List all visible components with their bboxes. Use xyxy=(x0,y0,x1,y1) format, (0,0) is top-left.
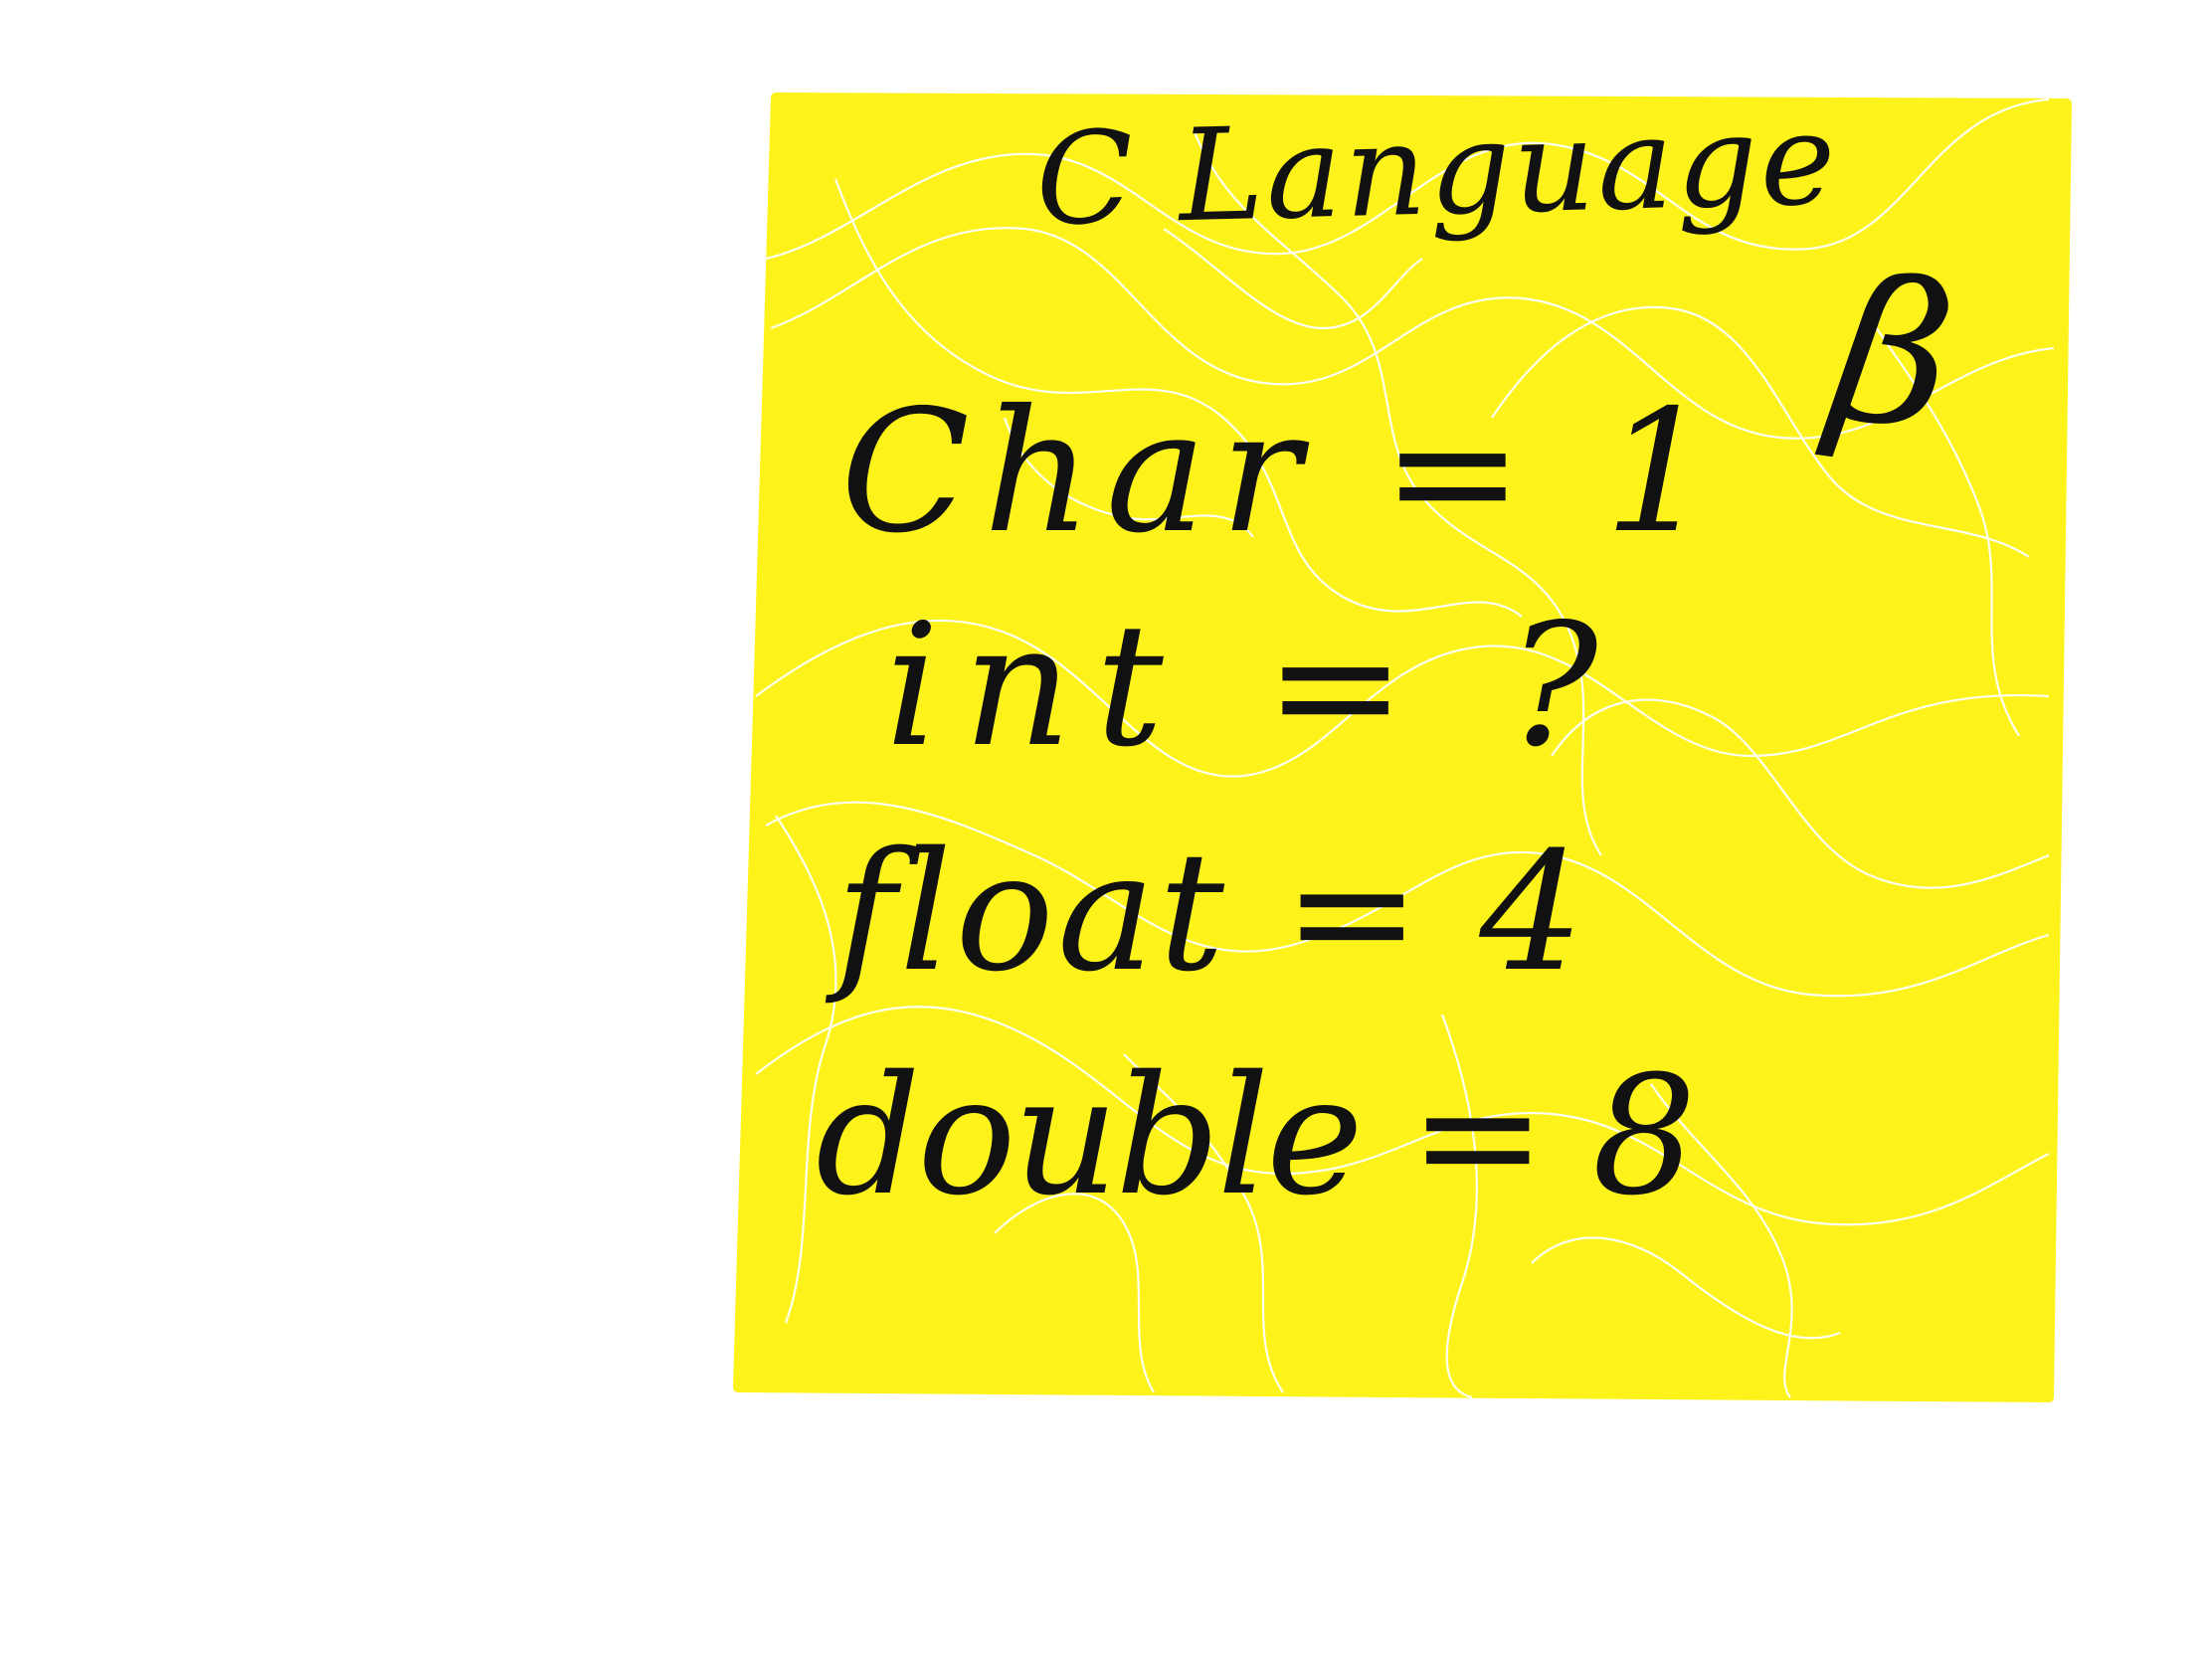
note-line-float: float = 4 xyxy=(835,817,1587,1008)
note-line-int: int = ? xyxy=(885,588,1622,785)
white-scribble-lines xyxy=(755,97,2055,1399)
note-line-char: Char = 1 xyxy=(840,374,1726,571)
note-title: C Language xyxy=(1033,85,1840,255)
beta-symbol: β xyxy=(1819,232,1970,478)
note-line-double: double = 8 xyxy=(816,1040,1697,1231)
note-background xyxy=(733,92,2072,1402)
